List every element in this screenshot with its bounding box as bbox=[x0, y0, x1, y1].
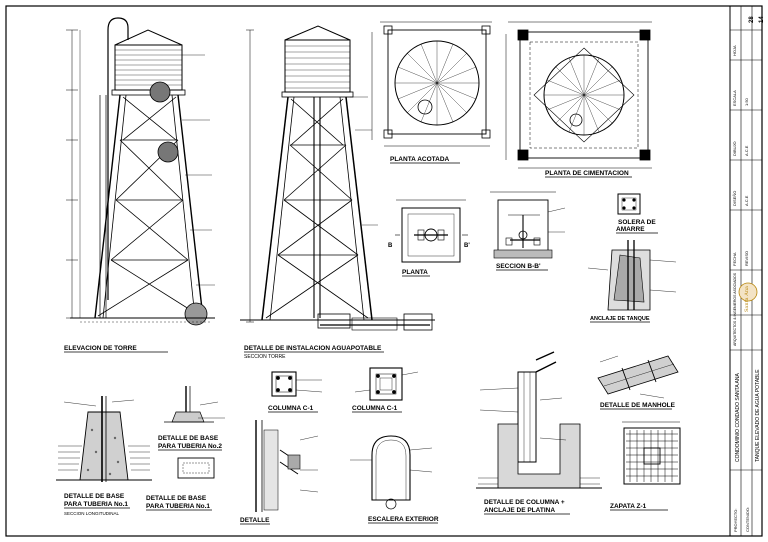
dibujo-value: A.C.E bbox=[744, 145, 749, 156]
title-detalle-columna-line2: ANCLAJE DE PLATINA bbox=[484, 507, 555, 514]
title-planta: PLANTA bbox=[402, 269, 428, 276]
detalle-base-1-drawing bbox=[56, 396, 152, 482]
sheet-number: 14 bbox=[759, 16, 765, 23]
title-zapata: ZAPATA Z-1 bbox=[610, 503, 647, 510]
tower-elevation-drawing bbox=[66, 17, 215, 326]
section-marker-b-prime: B' bbox=[464, 243, 470, 249]
label-diseno: DISEÑO bbox=[732, 191, 737, 206]
columna-c1-b-drawing bbox=[354, 367, 419, 401]
title-planta-acotada: PLANTA ACOTADA bbox=[390, 156, 450, 163]
title-elevacion-torre: ELEVACION DE TORRE bbox=[64, 345, 137, 352]
title-detalle-base-1c-line2: PARA TUBERIA No.1 bbox=[146, 503, 210, 510]
seccion-bb-drawing bbox=[490, 191, 566, 259]
title-columna-c1-b: COLUMNA C-1 bbox=[352, 405, 398, 412]
solera-drawing bbox=[617, 193, 641, 215]
title-detalle-base-2-line2: PARA TUBERIA No.2 bbox=[158, 443, 222, 450]
label-escala: ESCALA bbox=[732, 90, 737, 106]
title-seccion-bb: SECCION B-B' bbox=[496, 263, 541, 270]
title-solera-de: SOLERA DE bbox=[618, 219, 656, 226]
zapata-drawing bbox=[622, 421, 681, 485]
title-detalle: DETALLE bbox=[240, 517, 270, 524]
label-hoja: HOJA bbox=[732, 45, 737, 56]
label-contenido: CONTENIDO: bbox=[745, 507, 750, 532]
anclaje-tanque-drawing bbox=[587, 240, 677, 311]
section-marker-b: B bbox=[388, 243, 393, 249]
title-amarre: AMARRE bbox=[616, 226, 645, 233]
columna-c1-a-drawing bbox=[271, 371, 323, 397]
detalle-support-drawing bbox=[255, 420, 319, 512]
water-installation-drawing bbox=[240, 25, 435, 331]
firm-name: ARQUITECTOS & INGENIEROS ASOCIADOS bbox=[733, 272, 737, 346]
logo: Santa Ana bbox=[738, 282, 758, 312]
diseno-value: A.C.E bbox=[744, 195, 749, 206]
title-detalle-columna-line1: DETALLE DE COLUMNA + bbox=[484, 499, 565, 506]
planta-cimentacion-drawing bbox=[505, 21, 652, 169]
title-escalera-exterior: ESCALERA EXTERIOR bbox=[368, 516, 439, 523]
label-proyecto: PROYECTO: bbox=[733, 509, 738, 533]
title-columna-c1-a: COLUMNA C-1 bbox=[268, 405, 314, 412]
planta-acotada-drawing bbox=[371, 21, 492, 147]
label-fecha: FECHA bbox=[732, 252, 737, 266]
detalle-base-2-drawing bbox=[164, 386, 225, 423]
logo-text: Santa Ana bbox=[744, 286, 750, 312]
title-detalle-base-1-line1: DETALLE DE BASE bbox=[64, 493, 125, 500]
detalle-columna-drawing bbox=[476, 351, 602, 489]
label-revision: REVISO bbox=[744, 251, 749, 266]
title-detalle-manhole: DETALLE DE MANHOLE bbox=[600, 402, 676, 409]
escala-value: 1:50 bbox=[744, 97, 749, 106]
detalle-base-2-plan bbox=[177, 457, 215, 479]
sheet-border bbox=[5, 5, 763, 537]
title-planta-cimentacion: PLANTA DE CIMENTACION bbox=[545, 170, 629, 177]
title-detalle-base-1-line2: PARA TUBERIA No.1 bbox=[64, 501, 128, 508]
sheet-total: 28 bbox=[749, 16, 755, 23]
content-name: TANQUE ELEVADO DE AGUA POTABLE bbox=[755, 369, 761, 462]
title-anclaje-tanque: ANCLAJE DE TANQUE bbox=[590, 316, 650, 322]
title-seccion-longitudinal: SECCION LONGITUDINAL bbox=[64, 511, 120, 516]
title-detalle-base-1c-line1: DETALLE DE BASE bbox=[146, 495, 207, 502]
title-detalle-instalacion: DETALLE DE INSTALACION AGUAPOTABLE bbox=[244, 345, 382, 352]
title-block bbox=[730, 6, 762, 536]
label-dibujo: DIBUJO bbox=[732, 141, 737, 156]
project-name: CONDOMINIO CONDADO SANTA ANA bbox=[735, 373, 741, 462]
planta-detail-drawing bbox=[395, 199, 468, 263]
title-detalle-base-2-line1: DETALLE DE BASE bbox=[158, 435, 219, 442]
escalera-exterior-drawing bbox=[350, 435, 433, 510]
detalle-manhole-drawing bbox=[597, 355, 679, 399]
title-seccion-torre: SECCION TORRE bbox=[244, 354, 286, 360]
